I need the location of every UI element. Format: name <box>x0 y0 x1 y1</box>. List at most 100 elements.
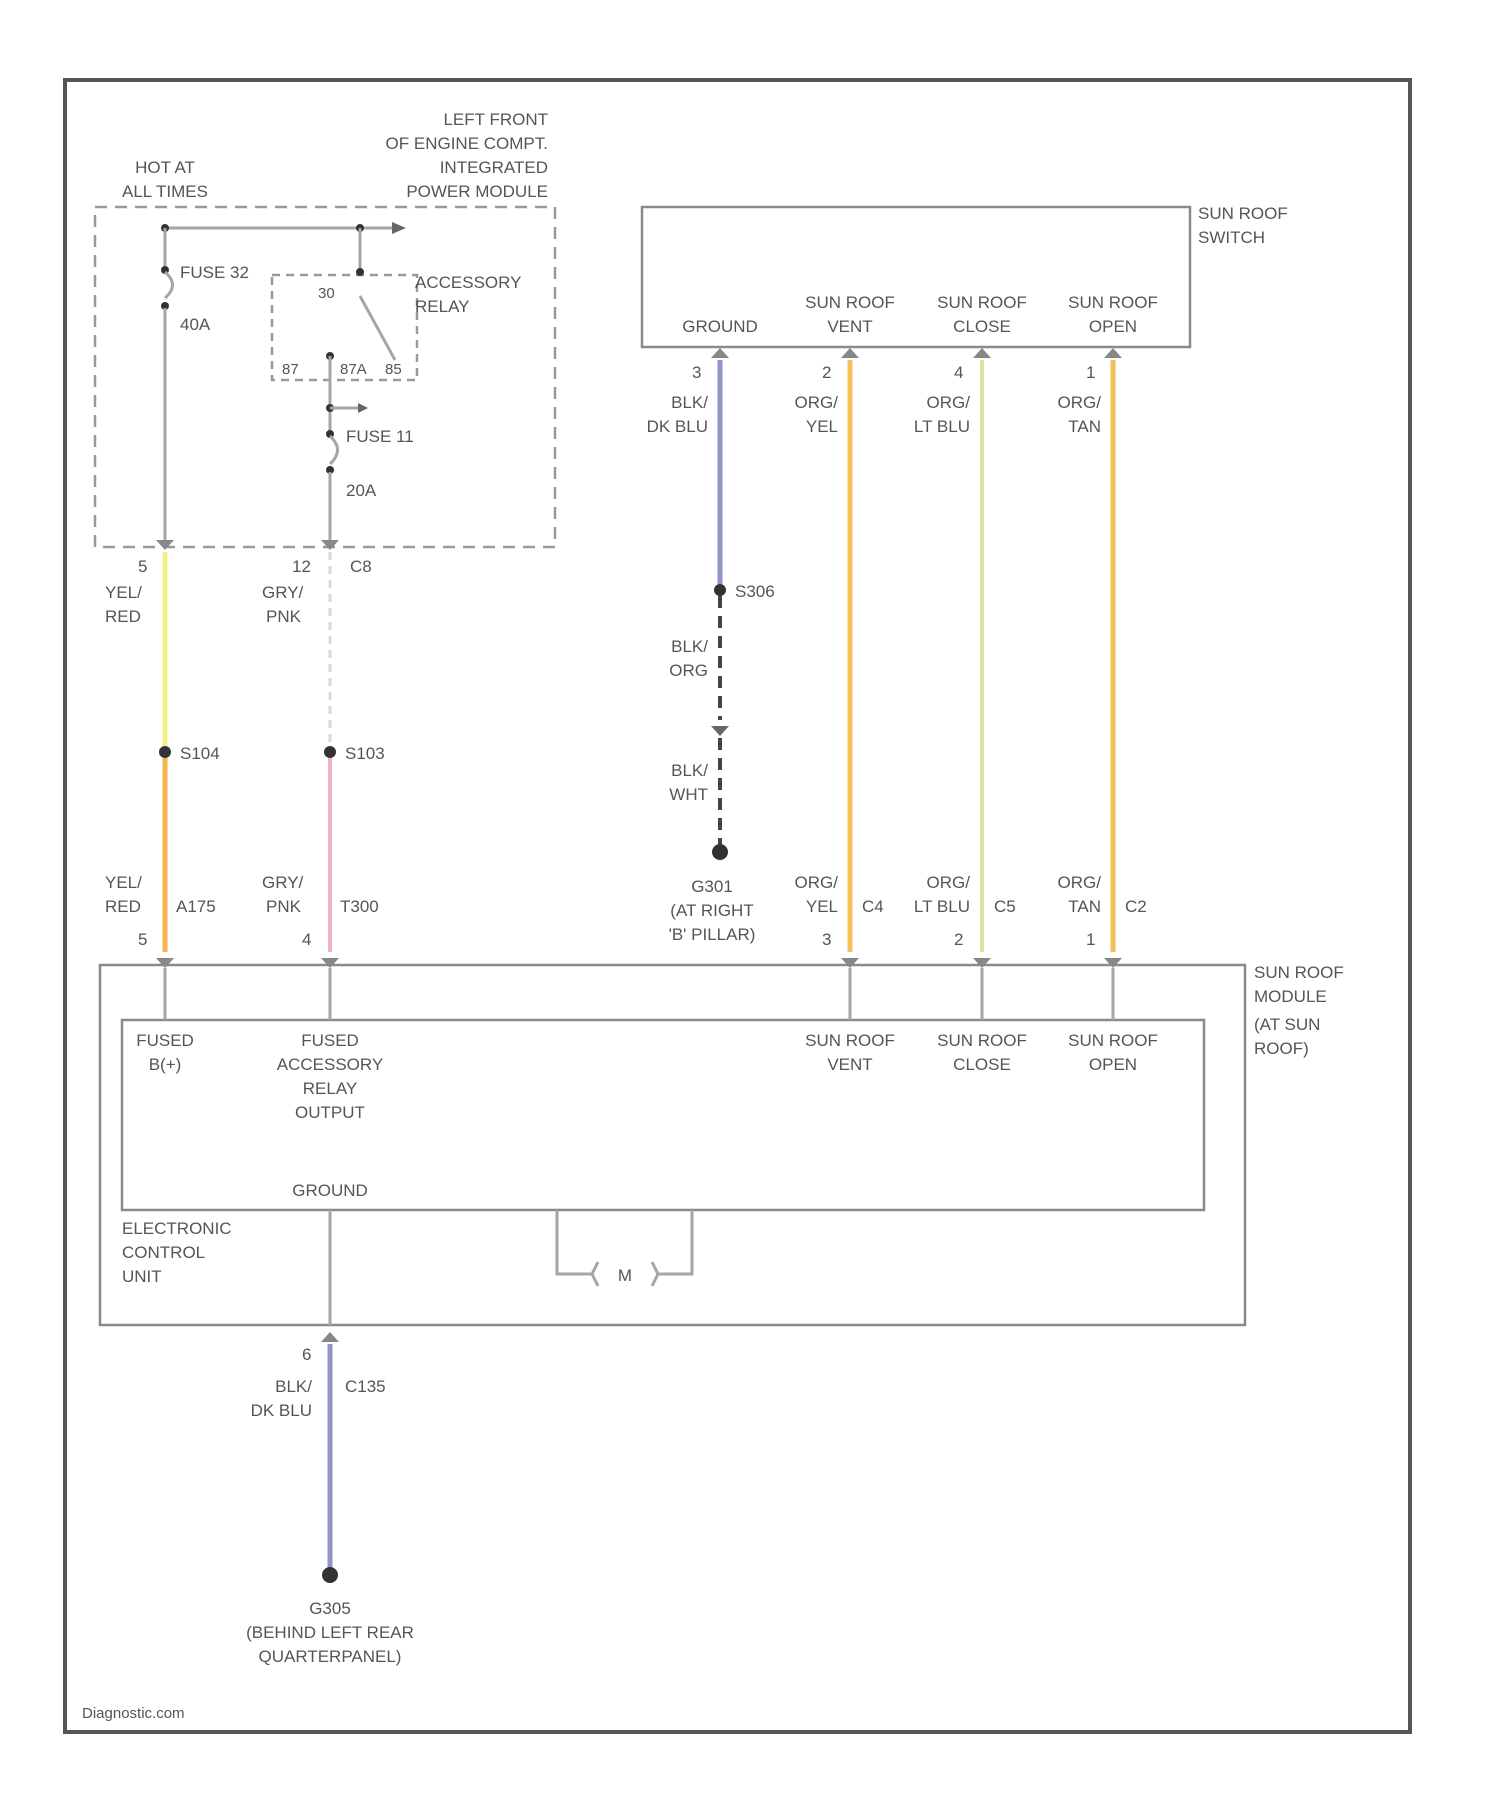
term-fused-b-1: FUSED <box>136 1031 194 1050</box>
fuse11-rating: 20A <box>346 481 377 500</box>
sun-roof-module: SUN ROOF MODULE (AT SUN ROOF) ELECTRONIC… <box>100 958 1344 1325</box>
module-conn-c4: C4 <box>862 897 884 916</box>
ground-g305-label-3: QUARTERPANEL) <box>259 1647 402 1666</box>
term-close-1: SUN ROOF <box>937 1031 1027 1050</box>
module-close-pin-marker <box>973 958 991 968</box>
module-conn-c2: C2 <box>1125 897 1147 916</box>
module-input-pin-2: 2 <box>954 930 963 949</box>
switch-wire-org-yel-1: ORG/ <box>795 393 839 412</box>
connector-c135: C135 <box>345 1377 386 1396</box>
module-input-pin-3: 3 <box>822 930 831 949</box>
switch-pin4-marker <box>973 348 991 358</box>
blk-org-label-1: BLK/ <box>671 637 708 656</box>
term-open-2: OPEN <box>1089 1055 1137 1074</box>
pdm-pin5-marker <box>156 540 174 550</box>
module-open-pin-marker <box>1104 958 1122 968</box>
term-fused-acc-3: RELAY <box>303 1079 358 1098</box>
module-pin-6: 6 <box>302 1345 311 1364</box>
integrated-power-module: LEFT FRONT OF ENGINE COMPT. INTEGRATED P… <box>95 110 555 576</box>
gry-pnk-upper-label-2: PNK <box>266 607 302 626</box>
fuse11-element <box>330 436 338 464</box>
switch-term-close-2: CLOSE <box>953 317 1011 336</box>
connector-a175: A175 <box>176 897 216 916</box>
module-conn-c5: C5 <box>994 897 1016 916</box>
gry-pnk-lower-label-1: GRY/ <box>262 873 304 892</box>
gry-pnk-upper-label-1: GRY/ <box>262 583 304 602</box>
module-pin-5: 5 <box>138 930 147 949</box>
sun-roof-module-label-4: ROOF) <box>1254 1039 1309 1058</box>
accessory-relay-label-1: ACCESSORY <box>415 273 521 292</box>
fuse32-element <box>165 272 173 298</box>
splice-s306 <box>714 584 726 596</box>
relay-pin-30: 30 <box>318 285 335 302</box>
module-pin-4: 4 <box>302 930 311 949</box>
switch-wire-org-tan-2: TAN <box>1068 417 1101 436</box>
blk-wht-label-1: BLK/ <box>671 761 708 780</box>
ground-g305-label-2: (BEHIND LEFT REAR <box>246 1623 414 1642</box>
switch-term-vent-2: VENT <box>827 317 872 336</box>
switch-pin-1: 1 <box>1086 363 1095 382</box>
pdm-title-line-2: OF ENGINE COMPT. <box>386 134 548 153</box>
relay-pin-85: 85 <box>385 361 402 378</box>
blk-wht-label-2: WHT <box>669 785 708 804</box>
ground-g305 <box>322 1567 338 1583</box>
ecu-label-1: ELECTRONIC <box>122 1219 232 1238</box>
module-pin6-marker <box>321 1332 339 1342</box>
motor-label: M <box>618 1266 632 1285</box>
sun-roof-module-label-3: (AT SUN <box>1254 1015 1320 1034</box>
bus-arrow <box>392 222 406 234</box>
ecu-box <box>122 1020 1204 1210</box>
pdm-pin-12: 12 <box>292 557 311 576</box>
term-fused-acc-4: OUTPUT <box>295 1103 365 1122</box>
yel-red-lower-label-1: YEL/ <box>105 873 142 892</box>
sun-roof-module-label-2: MODULE <box>1254 987 1327 1006</box>
switch-wires: S306 BLK/ ORG BLK/ WHT G301 (AT RIGHT 'B… <box>669 360 1147 952</box>
yel-red-upper-label-1: YEL/ <box>105 583 142 602</box>
splice-s103 <box>324 746 336 758</box>
fuse32-label: FUSE 32 <box>180 263 249 282</box>
term-vent-1: SUN ROOF <box>805 1031 895 1050</box>
switch-pin3-marker <box>711 348 729 358</box>
relay-pin-87: 87 <box>282 361 299 378</box>
switch-wire-blk-dkblu-1: BLK/ <box>671 393 708 412</box>
connector-t300: T300 <box>340 897 379 916</box>
sun-roof-module-label-1: SUN ROOF <box>1254 963 1344 982</box>
ground-g301-label-3: 'B' PILLAR) <box>669 925 756 944</box>
pdm-pin12-marker <box>321 540 339 550</box>
module-wire-org-tan-1: ORG/ <box>1058 873 1102 892</box>
term-open-1: SUN ROOF <box>1068 1031 1158 1050</box>
pdm-title-line-4: POWER MODULE <box>406 182 548 201</box>
module-pin5-marker <box>156 958 174 968</box>
module-pin4-marker <box>321 958 339 968</box>
relay-pin30-node <box>356 268 364 276</box>
inline-connector-marker <box>711 726 729 736</box>
splice-s306-label: S306 <box>735 582 775 601</box>
module-wire-org-tan-2: TAN <box>1068 897 1101 916</box>
module-wire-org-ltblu-2: LT BLU <box>914 897 970 916</box>
switch-term-ground: GROUND <box>682 317 758 336</box>
term-close-2: CLOSE <box>953 1055 1011 1074</box>
switch-pin-2: 2 <box>822 363 831 382</box>
hot-at-all-times-line-2: ALL TIMES <box>122 182 208 201</box>
fuse32-rating: 40A <box>180 315 211 334</box>
term-ground: GROUND <box>292 1181 368 1200</box>
module-wire-org-yel-1: ORG/ <box>795 873 839 892</box>
watermark: Diagnostic.com <box>82 1705 185 1722</box>
term-vent-2: VENT <box>827 1055 872 1074</box>
hot-at-all-times-line-1: HOT AT <box>135 158 195 177</box>
sun-roof-switch-label-2: SWITCH <box>1198 228 1265 247</box>
splice-s103-label: S103 <box>345 744 385 763</box>
switch-wire-org-tan-1: ORG/ <box>1058 393 1102 412</box>
relay-contact <box>360 296 395 360</box>
sun-roof-switch-label-1: SUN ROOF <box>1198 204 1288 223</box>
ground-g301-label-2: (AT RIGHT <box>670 901 753 920</box>
switch-wire-org-yel-2: YEL <box>806 417 838 436</box>
module-vent-pin-marker <box>841 958 859 968</box>
switch-term-close-1: SUN ROOF <box>937 293 1027 312</box>
pdm-connector-c8: C8 <box>350 557 372 576</box>
ground-g301-label-1: G301 <box>691 877 733 896</box>
yel-red-lower-label-2: RED <box>105 897 141 916</box>
module-input-pin-1: 1 <box>1086 930 1095 949</box>
fuse11-bus-arrow <box>358 403 368 413</box>
left-feed-wires: YEL/ RED GRY/ PNK S104 S103 YEL/ RED GRY… <box>105 552 385 952</box>
